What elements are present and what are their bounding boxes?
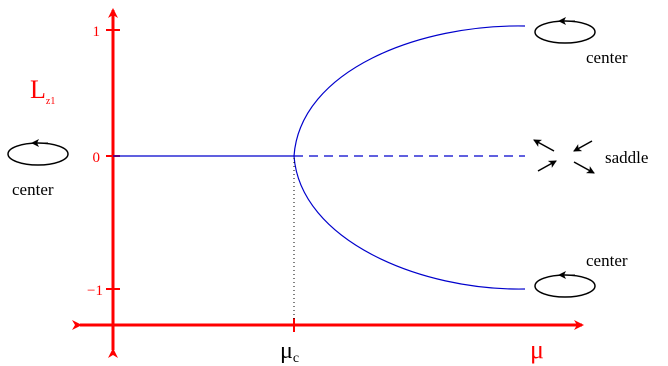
branches [113, 25, 526, 322]
y-tick-label-1: 1 [93, 24, 101, 40]
y-tick-label-minus-1: −1 [87, 283, 103, 299]
counterclockwise-cycle-icon [7, 139, 69, 166]
lower-branch [293, 155, 526, 290]
upper-branch [293, 25, 526, 157]
axes: 1 0 −1 Lz1 μ μc [30, 8, 584, 366]
critical-label: μc [280, 338, 299, 366]
y-axis-symbol: L [30, 75, 46, 104]
center-label-left: center [12, 180, 54, 199]
counterclockwise-cycle-icon [534, 271, 596, 298]
center-label-bottom: center [586, 251, 628, 270]
y-axis-subscript: z1 [46, 96, 55, 107]
x-axis-label: μ [530, 335, 544, 364]
center-label-top: center [586, 48, 628, 67]
critical-subscript: c [293, 351, 299, 366]
y-tick-label-0: 0 [93, 150, 101, 166]
critical-symbol: μ [280, 338, 293, 364]
counterclockwise-cycle-icon [534, 17, 596, 44]
saddle-label: saddle [605, 148, 648, 167]
y-axis-label: Lz1 [30, 75, 55, 107]
phase-portraits: center center saddle center [7, 17, 648, 298]
saddle-point-icon [533, 139, 595, 174]
